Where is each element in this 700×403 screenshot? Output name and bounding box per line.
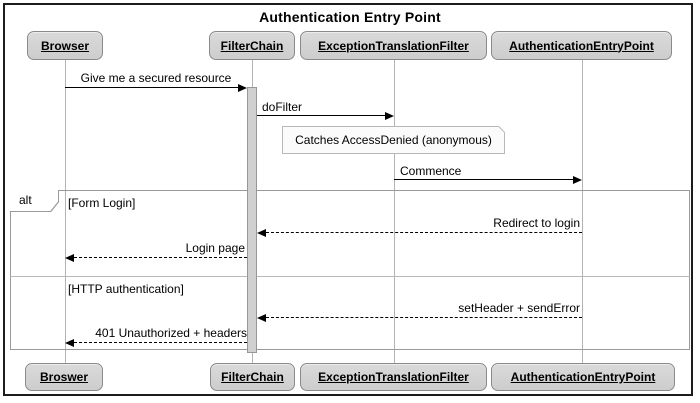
participant-label: Browser <box>40 38 90 53</box>
participant-label: ExceptionTranslationFilter <box>318 38 469 53</box>
message-line-commence <box>394 179 573 180</box>
message-line-login-page <box>74 257 247 258</box>
alt-guard-http-authentication: [HTTP authentication] <box>68 282 184 296</box>
alt-guard-form-login: [Form Login] <box>68 196 136 210</box>
participant-bottom-browser: Broswer <box>25 363 103 391</box>
lifeline-exception-translation-filter <box>394 60 395 363</box>
arrowhead-right-icon <box>573 176 582 184</box>
message-label-commence: Commence <box>400 164 462 178</box>
message-label-401-unauthorized: 401 Unauthorized + headers <box>95 326 247 340</box>
arrowhead-left-icon <box>65 339 74 347</box>
note-text: Catches AccessDenied (anonymous) <box>295 133 492 147</box>
message-label-secured-resource: Give me a secured resource <box>80 71 232 85</box>
arrowhead-right-icon <box>238 84 247 92</box>
participant-top-filterchain: FilterChain <box>209 31 295 60</box>
message-line-setheader-senderror <box>266 317 582 318</box>
participant-label: FilterChain <box>220 38 284 53</box>
alt-divider <box>10 276 690 277</box>
lifeline-authentication-entry-point <box>582 60 583 363</box>
participant-bottom-filterchain: FilterChain <box>210 363 295 391</box>
arrowhead-right-icon <box>385 112 394 120</box>
participant-top-browser: Browser <box>27 31 103 60</box>
arrowhead-left-icon <box>257 314 266 322</box>
diagram-title: Authentication Entry Point <box>259 9 441 25</box>
message-label-dofilter: doFilter <box>262 100 303 114</box>
alt-operator-label: alt <box>19 193 32 207</box>
participant-top-authentication-entry-point: AuthenticationEntryPoint <box>491 31 672 60</box>
message-line-redirect-to-login <box>266 232 582 233</box>
note-catches-accessdenied: Catches AccessDenied (anonymous) <box>282 126 505 154</box>
message-label-setheader-senderror: setHeader + sendError <box>458 301 580 315</box>
participant-label: ExceptionTranslationFilter <box>318 370 469 384</box>
message-line-secured-resource <box>65 87 238 88</box>
participant-bottom-authentication-entry-point: AuthenticationEntryPoint <box>491 363 675 391</box>
message-label-login-page: Login page <box>185 241 245 255</box>
participant-bottom-exception-translation-filter: ExceptionTranslationFilter <box>300 363 487 391</box>
participant-top-exception-translation-filter: ExceptionTranslationFilter <box>300 31 487 60</box>
participant-label: AuthenticationEntryPoint <box>510 370 656 384</box>
alt-operator-tab <box>10 190 59 212</box>
arrowhead-left-icon <box>257 229 266 237</box>
participant-label: FilterChain <box>221 370 284 384</box>
message-label-redirect-to-login: Redirect to login <box>493 216 580 230</box>
note-fold-icon <box>493 126 505 138</box>
alt-fragment-frame <box>10 190 690 350</box>
message-line-401-unauthorized <box>74 342 247 343</box>
diagram-border <box>3 3 693 396</box>
participant-label: Broswer <box>39 370 89 384</box>
activation-bar-filterchain <box>247 87 257 353</box>
lifeline-browser <box>65 60 66 363</box>
arrowhead-left-icon <box>65 254 74 262</box>
message-line-dofilter <box>257 115 385 116</box>
participant-label: AuthenticationEntryPoint <box>509 38 654 53</box>
